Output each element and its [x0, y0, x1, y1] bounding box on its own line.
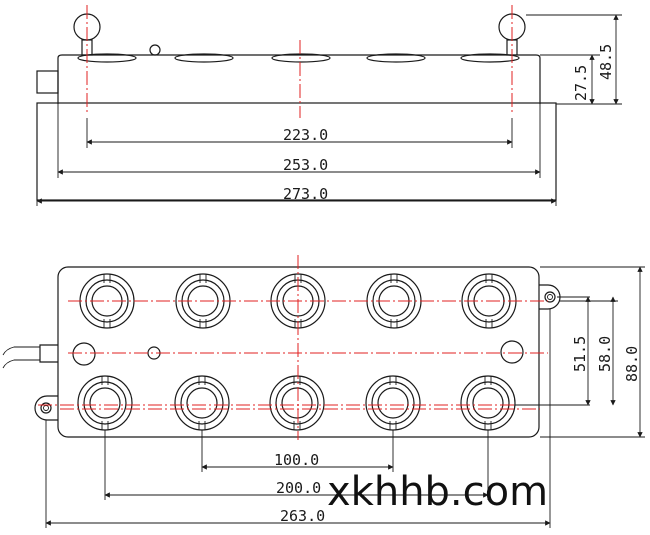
- plan-left-ear: [34, 395, 58, 421]
- plan-view: 51.5 58.0 88.0 100.0 200.0 263.0: [2, 255, 645, 528]
- plan-cable: [2, 346, 40, 369]
- plan-right-ear: [539, 284, 561, 310]
- dim-27-5: 27.5: [572, 65, 590, 101]
- dim-51-5: 51.5: [571, 336, 589, 372]
- dim-48-5: 48.5: [597, 44, 615, 80]
- dim-88: 88.0: [623, 346, 641, 382]
- transducer-row-bottom: [77, 375, 516, 431]
- plan-hole-right: [500, 340, 524, 364]
- dim-223: 223.0: [283, 126, 328, 144]
- dim-58: 58.0: [596, 336, 614, 372]
- watermark: xkhhb.com: [327, 469, 548, 515]
- dim-263: 263.0: [280, 507, 325, 525]
- plan-hole-left: [72, 342, 96, 366]
- side-body: [57, 54, 541, 104]
- side-disks: [77, 53, 520, 63]
- side-nub: [149, 44, 161, 56]
- dim-253: 253.0: [283, 156, 328, 174]
- side-view: 223.0 253.0 273.0 27.5 48.5: [36, 5, 622, 206]
- plan-cable-gland: [39, 344, 58, 363]
- dim-200: 200.0: [276, 479, 321, 497]
- side-connector: [36, 70, 59, 94]
- dim-273: 273.0: [283, 185, 328, 203]
- dim-100: 100.0: [274, 451, 319, 469]
